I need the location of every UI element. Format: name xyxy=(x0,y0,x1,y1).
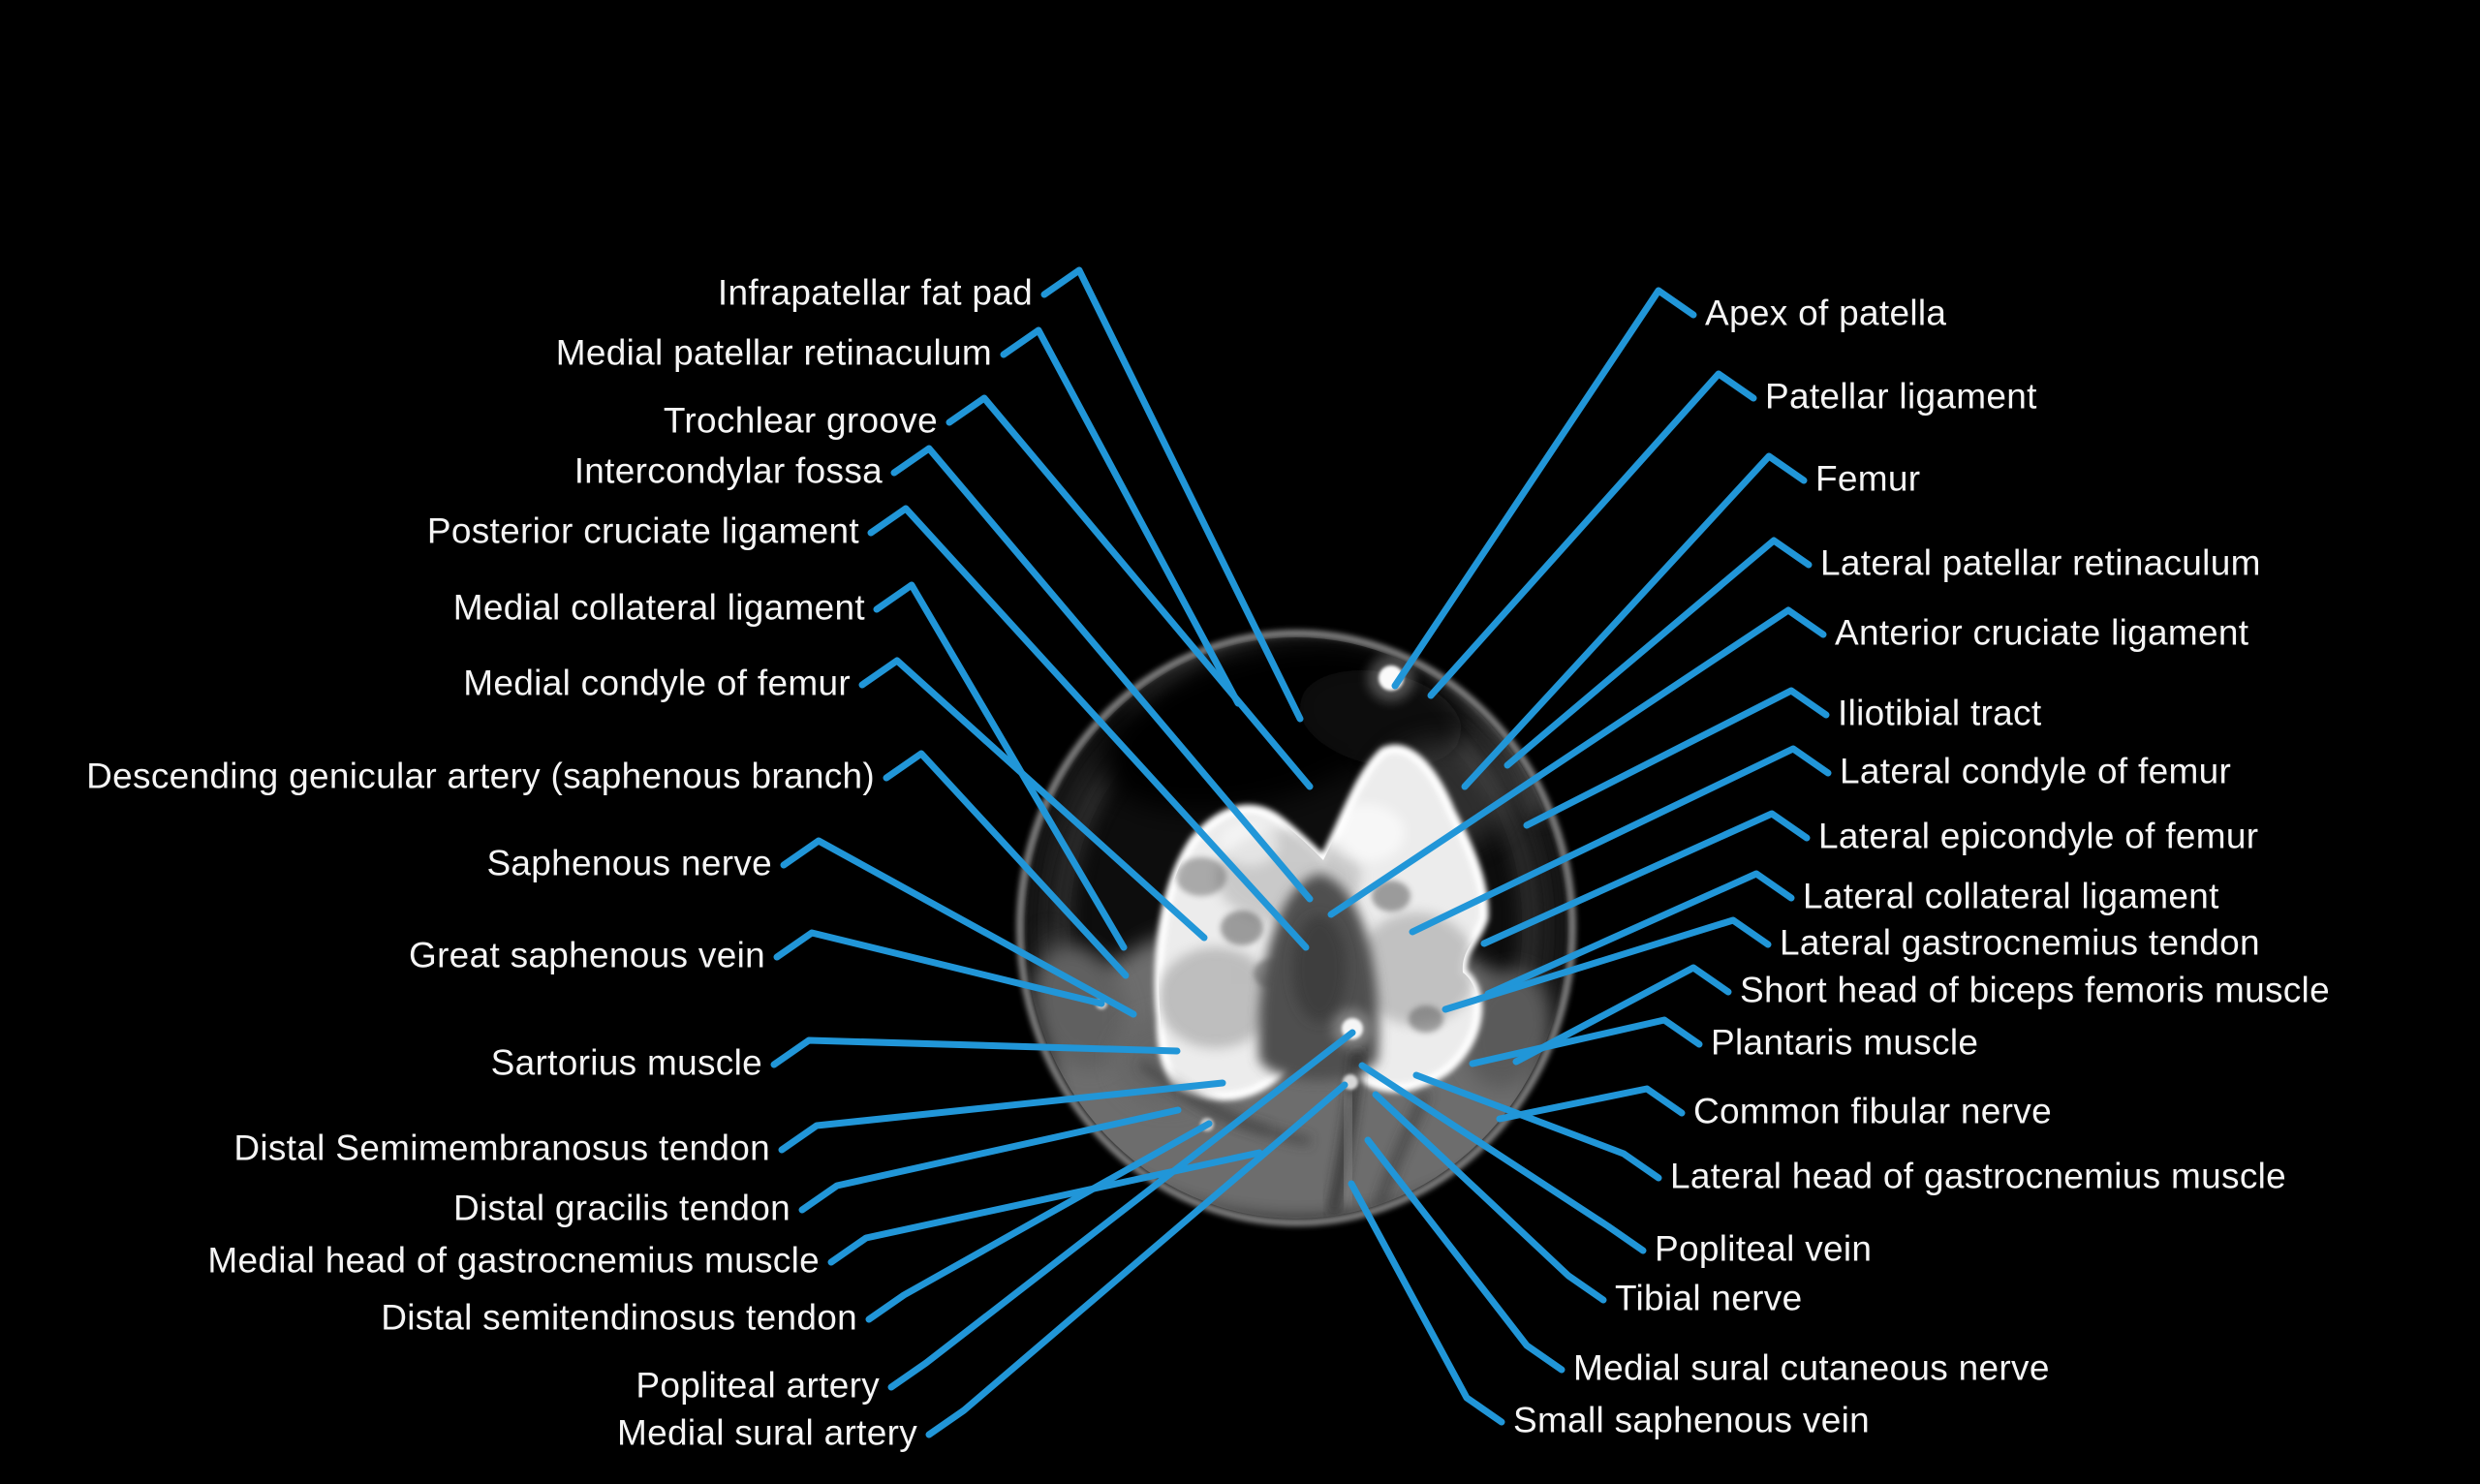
leader-line-left-13 xyxy=(827,1149,1263,1266)
leader-line-right-11 xyxy=(1469,1016,1703,1067)
leader-line-right-10 xyxy=(1512,964,1732,1066)
leader-line-left-12 xyxy=(798,1106,1182,1214)
leader-line-left-14 xyxy=(865,1120,1213,1323)
leader-line-right-8 xyxy=(1484,870,1795,998)
leader-line-left-7 xyxy=(883,750,1130,979)
leader-line-left-10 xyxy=(770,1036,1181,1068)
anterior-lateral-fat-region xyxy=(1299,669,1462,768)
leader-line-right-15 xyxy=(1372,1091,1607,1304)
leader-line-left-16 xyxy=(925,1081,1348,1438)
leader-line-left-4 xyxy=(867,505,1310,951)
pcl-core xyxy=(1292,915,1347,1022)
leader-line-left-6 xyxy=(858,657,1208,942)
leader-line-left-11 xyxy=(778,1079,1226,1154)
leader-line-right-6 xyxy=(1409,745,1832,936)
submedial-cleft xyxy=(1182,1090,1270,1132)
leader-line-left-8 xyxy=(780,837,1137,1018)
leader-line-right-16 xyxy=(1364,1136,1566,1374)
leader-line-right-5 xyxy=(1523,687,1830,829)
leader-line-right-9 xyxy=(1442,916,1772,1013)
leader-line-right-13 xyxy=(1412,1071,1662,1182)
leader-line-left-0 xyxy=(1040,266,1304,723)
leader-line-right-2 xyxy=(1461,452,1808,790)
leader-line-right-7 xyxy=(1480,810,1811,947)
medial-muscle-bulge xyxy=(1033,944,1128,1070)
leader-line-left-1 xyxy=(1000,326,1242,707)
leader-line-left-2 xyxy=(946,394,1314,790)
leader-line-right-12 xyxy=(1496,1085,1686,1123)
leader-line-right-0 xyxy=(1391,287,1697,690)
leader-line-left-5 xyxy=(873,581,1128,951)
leader-line-right-17 xyxy=(1348,1180,1505,1426)
leader-line-right-1 xyxy=(1427,370,1757,699)
leader-line-right-4 xyxy=(1327,606,1827,918)
leader-line-left-15 xyxy=(887,1029,1356,1391)
leader-line-right-14 xyxy=(1358,1062,1647,1254)
leader-line-left-9 xyxy=(773,929,1105,1007)
leader-line-right-3 xyxy=(1504,537,1813,769)
leader-lines-group xyxy=(770,266,1832,1438)
leader-line-left-3 xyxy=(890,445,1314,903)
sural-vessel-streak xyxy=(1341,1092,1355,1204)
